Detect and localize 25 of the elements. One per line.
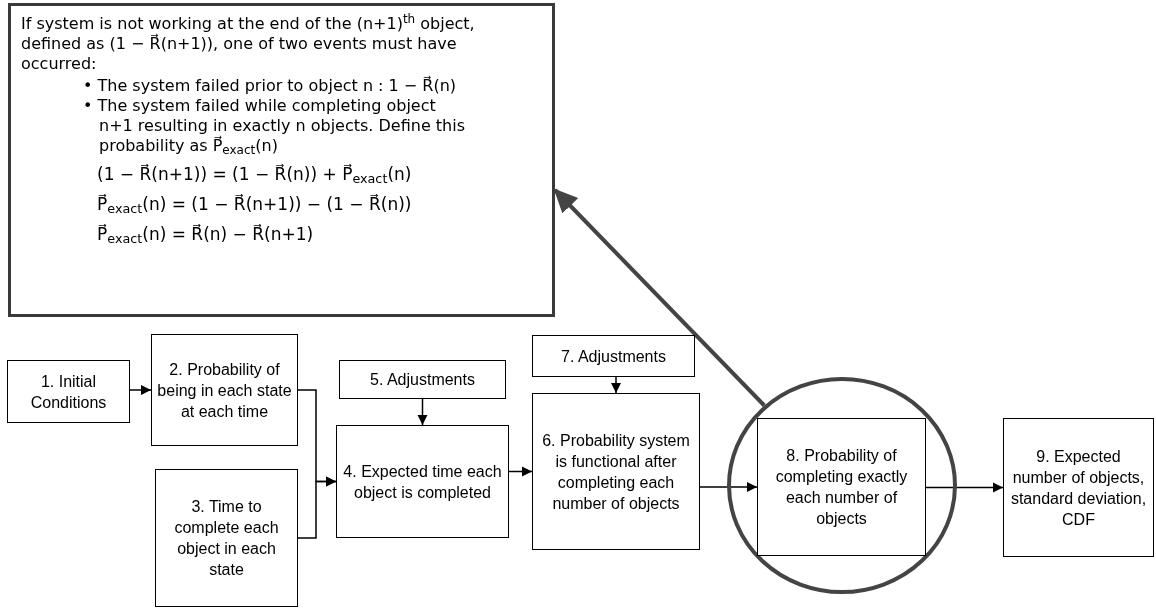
- equation: (1 − R⃗(n+1)) = (1 − R⃗(n)) + P⃗$_{exact}$(n): [97, 163, 413, 186]
- process-box: 5. Adjustments: [339, 360, 506, 399]
- arrow: [699, 482, 758, 492]
- intro-text: If system is not working at the end of the (n+1)$^{th}$ object, defined as (1 − R⃗(n+1)), one of two events must have occurred:: [21, 14, 476, 74]
- process-box: 3. Time to complete each object in each state: [155, 469, 298, 607]
- arrow: [611, 376, 621, 394]
- process-box: 8. Probability of completing exactly each number of objects: [757, 418, 926, 556]
- equation: P⃗$_{exact}$(n) = R⃗(n) − R⃗(n+1): [97, 223, 315, 246]
- process-box: 6. Probability system is functional after completing each number of objects: [532, 393, 700, 550]
- process-box: 9. Expected number of objects, standard deviation, CDF: [1003, 418, 1154, 557]
- arrow: [553, 188, 766, 407]
- process-box: 1. Initial Conditions: [7, 360, 130, 423]
- process-box: 7. Adjustments: [532, 335, 695, 377]
- arrow: [129, 385, 152, 395]
- callout-box: [8, 3, 555, 317]
- arrow: [297, 476, 337, 539]
- arrow: [508, 466, 533, 477]
- bullet-item: • The system failed while completing object n+1 resulting in exactly n objects. Define this probability as P⃗$_{exact}$(n): [83, 96, 467, 156]
- equation: P⃗$_{exact}$(n) = (1 − R⃗(n+1)) − (1 − R⃗(n)): [97, 193, 413, 216]
- bullet-item: • The system failed prior to object n : 1 − R⃗(n): [83, 76, 458, 96]
- arrow: [925, 482, 1004, 493]
- process-box: 4. Expected time each object is completed: [336, 425, 509, 538]
- highlight-circle: [727, 377, 957, 594]
- arrow: [417, 398, 428, 426]
- process-box: 2. Probability of being in each state at each time: [151, 334, 298, 446]
